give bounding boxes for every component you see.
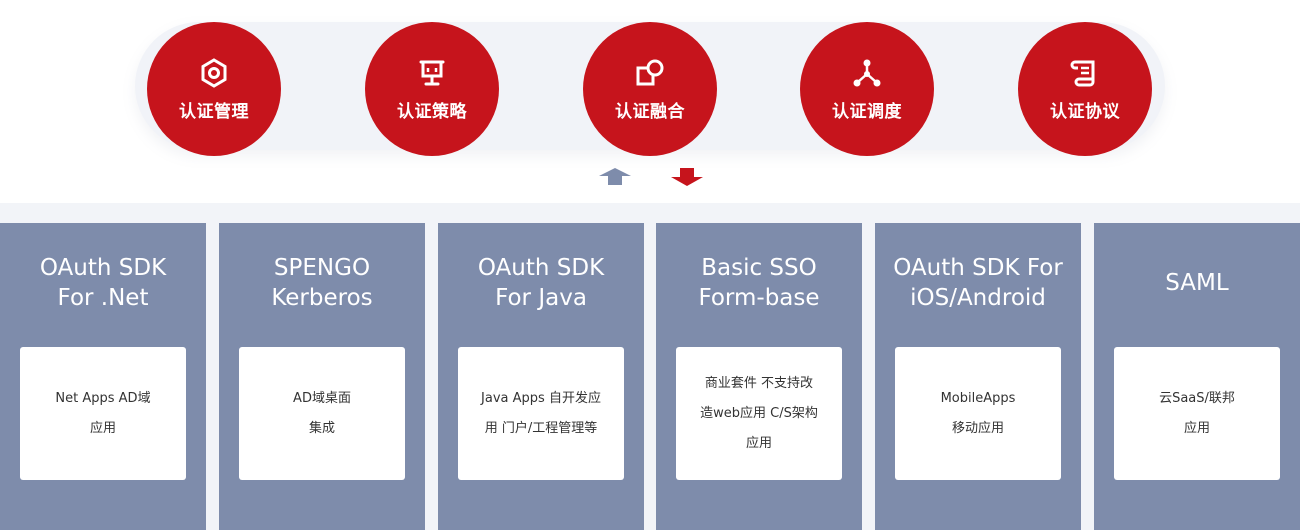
hexagon-icon: [201, 57, 227, 88]
card-title: OAuth SDK For iOS/Android: [893, 255, 1063, 311]
integration-card-basic-sso[interactable]: Basic SSO Form-base 商业套件 不支持改 造web应用 C/S…: [656, 223, 862, 530]
arrow-down-icon: [671, 168, 703, 186]
category-auth-scheduling[interactable]: 认证调度: [800, 22, 934, 156]
category-label: 认证协议: [1050, 101, 1120, 122]
category-label: 认证融合: [615, 101, 685, 122]
card-description-box: 云SaaS/联邦 应用: [1114, 347, 1280, 480]
integration-card-spnego-kerberos[interactable]: SPENGO Kerberos AD域桌面 集成: [219, 223, 425, 530]
card-description: MobileApps 移动应用: [940, 390, 1016, 436]
card-description: AD域桌面 集成: [293, 390, 351, 436]
category-auth-protocol[interactable]: 认证协议: [1018, 22, 1152, 156]
card-title: OAuth SDK For Java: [477, 255, 605, 311]
card-title: Basic SSO Form-base: [698, 255, 820, 311]
category-auth-management[interactable]: 认证管理: [147, 22, 281, 156]
integration-card-oauth-java[interactable]: OAuth SDK For Java Java Apps 自开发应 用 门户/工…: [438, 223, 644, 530]
category-label: 认证策略: [397, 101, 467, 122]
category-label: 认证调度: [832, 101, 902, 122]
overlap-shapes-icon: [636, 59, 664, 85]
presentation-board-icon: [419, 60, 445, 85]
integration-card-oauth-mobile[interactable]: OAuth SDK For iOS/Android MobileApps 移动应…: [875, 223, 1081, 530]
card-description-box: Net Apps AD域 应用: [20, 347, 186, 480]
card-title: OAuth SDK For .Net: [39, 255, 167, 311]
integration-card-saml[interactable]: SAML 云SaaS/联邦 应用: [1094, 223, 1300, 530]
category-label: 认证管理: [179, 101, 249, 122]
integration-card-oauth-dotnet[interactable]: OAuth SDK For .Net Net Apps AD域 应用: [0, 223, 206, 530]
card-description-box: AD域桌面 集成: [239, 347, 405, 480]
scroll-document-icon: [1070, 60, 1095, 86]
network-nodes-icon: [853, 59, 881, 86]
card-description: Java Apps 自开发应 用 门户/工程管理等: [481, 390, 601, 436]
card-description: 云SaaS/联邦 应用: [1159, 390, 1235, 436]
category-auth-policy[interactable]: 认证策略: [365, 22, 499, 156]
card-description-box: MobileApps 移动应用: [895, 347, 1061, 480]
card-description: 商业套件 不支持改 造web应用 C/S架构 应用: [700, 375, 818, 451]
card-title: SAML: [1165, 270, 1229, 296]
card-description-box: 商业套件 不支持改 造web应用 C/S架构 应用: [676, 347, 842, 480]
card-description-box: Java Apps 自开发应 用 门户/工程管理等: [458, 347, 624, 480]
category-band: 认证管理 认证策略 认证融合 认证调度: [135, 22, 1165, 156]
card-title: SPENGO Kerberos: [271, 255, 373, 311]
arrow-up-icon: [599, 168, 631, 185]
category-auth-fusion[interactable]: 认证融合: [583, 22, 717, 156]
card-description: Net Apps AD域 应用: [55, 390, 151, 436]
integration-band: [0, 203, 1300, 530]
